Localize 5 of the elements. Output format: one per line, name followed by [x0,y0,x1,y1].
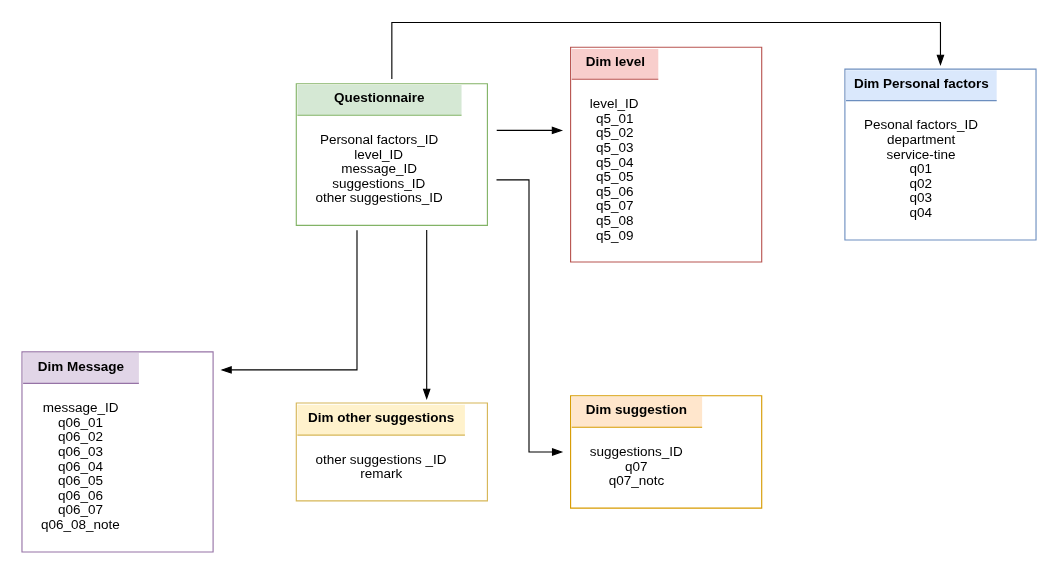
arrow [220,229,358,374]
arrow [495,179,564,456]
arrow [496,126,564,135]
arrow [422,229,431,400]
arrow [391,21,945,80]
